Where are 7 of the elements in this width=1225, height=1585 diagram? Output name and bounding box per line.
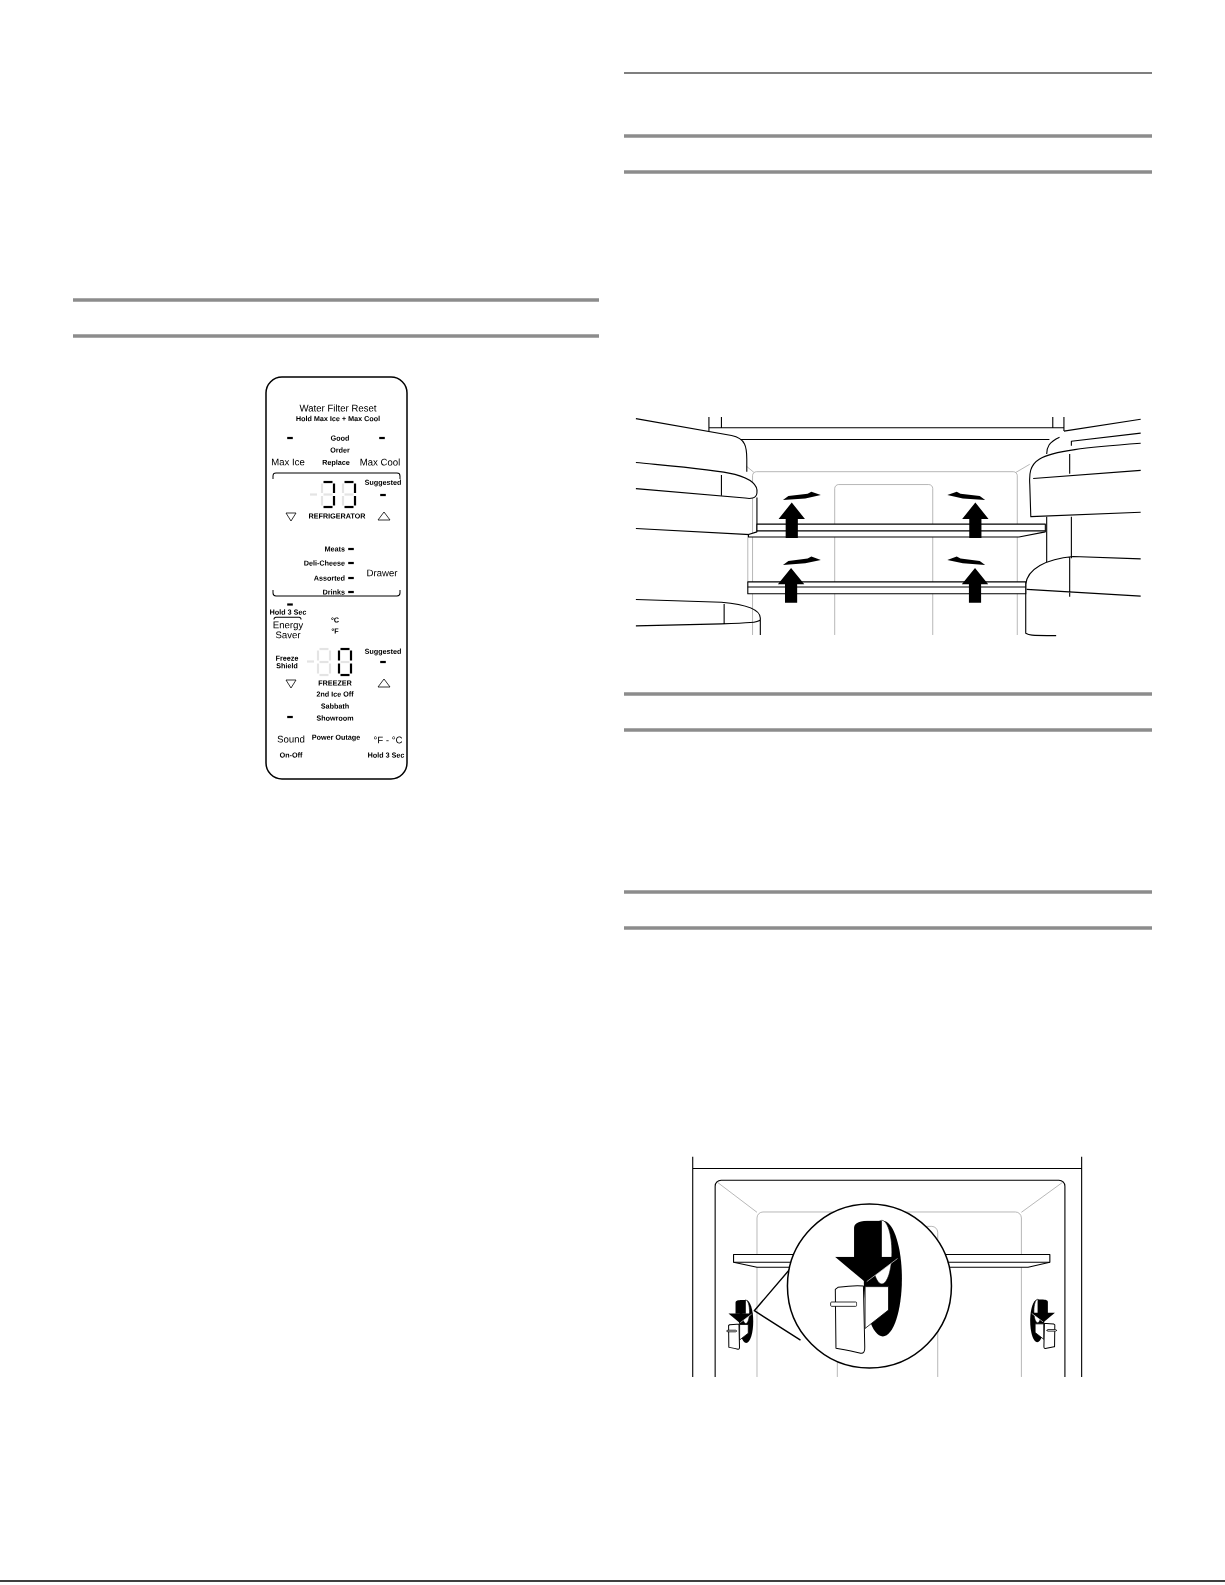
button-label: Max Cool [360, 458, 400, 466]
button-label: Sound [277, 735, 305, 743]
button-label: Energy Saver [273, 621, 304, 639]
button-label: Max Ice [272, 458, 305, 466]
button-label: Drawer [367, 569, 398, 577]
panel-heading: Water Filter Reset [299, 404, 377, 412]
button-label: °F - °C [374, 736, 403, 744]
